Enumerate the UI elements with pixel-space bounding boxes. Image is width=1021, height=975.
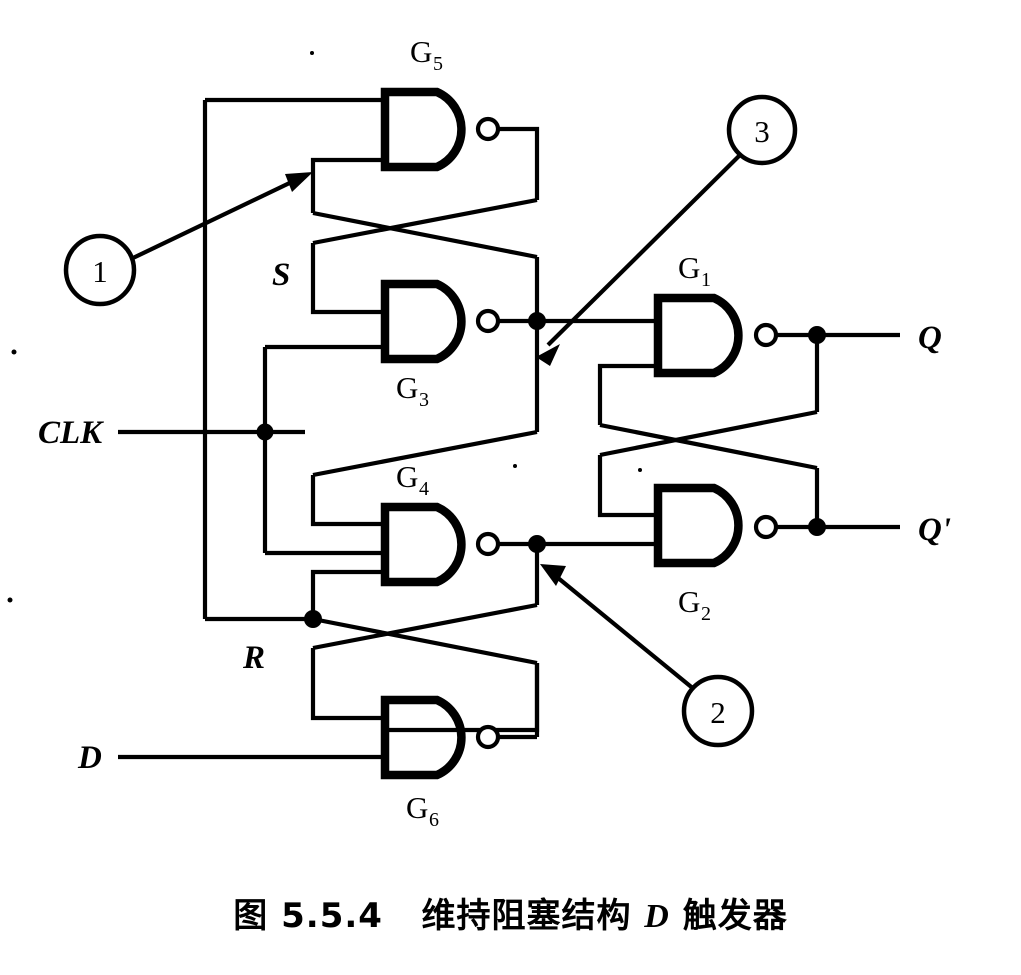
gate-label-g3: G 3 (396, 370, 429, 411)
gate-g3-body (380, 279, 466, 364)
junction-s-node (528, 312, 546, 330)
signal-label-q: Q (918, 320, 942, 356)
caption-gap (383, 896, 422, 936)
gate-label-g5-text: G (410, 34, 432, 69)
gate-g6-bubble (475, 724, 501, 750)
callout-3-number: 3 (754, 114, 770, 149)
junction-g4-out (528, 535, 546, 553)
wire-g4-out-cross (312, 602, 538, 651)
gate-g1-bubble (753, 322, 779, 348)
gate-g1-body (653, 293, 743, 378)
gate-label-g6-sub: 6 (429, 809, 439, 831)
wire-g1-to-g2-cross (599, 409, 818, 458)
scan-speck (638, 468, 642, 472)
signal-label-qn: Q' (918, 512, 951, 548)
signal-label-d: D (77, 740, 102, 776)
wire-g5-out-cross (312, 197, 538, 246)
leader-callout-2 (550, 571, 697, 692)
gate-label-g1-text: G (678, 250, 700, 285)
gate-g3-bubble (475, 308, 501, 334)
gate-label-g6-text: G (406, 790, 428, 825)
gate-label-g3-sub: 3 (419, 389, 429, 411)
signal-label-clk: CLK (38, 415, 104, 451)
leader-callout-3 (546, 153, 742, 347)
gate-g2-body (653, 483, 743, 568)
arrowhead-callout-3 (536, 344, 560, 366)
gate-g5-bubble (475, 116, 501, 142)
gate-label-g1: G 1 (678, 250, 711, 291)
arrowhead-callout-2 (540, 564, 566, 586)
scan-speck (7, 597, 13, 603)
callout-1: 1 (63, 233, 137, 307)
caption-text-a: 维持阻塞结构 (421, 896, 632, 936)
callout-circle-2 (681, 674, 755, 748)
callout-circle-1 (63, 233, 137, 307)
callout-circle-3 (726, 94, 798, 166)
gate-label-g4: G 4 (396, 459, 429, 500)
wire-g3-into-g4-top (310, 475, 385, 527)
scan-speck (310, 51, 314, 55)
callout-3: 3 (726, 94, 798, 166)
gate-label-g2-text: G (678, 584, 700, 619)
arrowhead-callout-1 (285, 172, 313, 192)
signal-label-s: S (272, 257, 290, 293)
wire-g5-out-v (498, 126, 540, 200)
wire-g5-lower-in (310, 157, 385, 213)
scan-speck (513, 464, 517, 468)
gate-label-g2-sub: 2 (701, 603, 711, 625)
caption-italic-d: D (644, 898, 670, 935)
callout-1-number: 1 (92, 254, 108, 289)
wire-g2-to-g1-cross (599, 422, 818, 471)
gate-g4-body (380, 502, 466, 587)
junction-clk (256, 423, 274, 441)
gate-g6-body (380, 695, 466, 780)
gate-g5-body (380, 87, 466, 172)
gate-label-g5: G 5 (410, 34, 443, 75)
junction-qn (808, 518, 826, 536)
gate-label-g3-text: G (396, 370, 418, 405)
gate-label-g4-text: G (396, 459, 418, 494)
wire-g3-to-g5-cross (312, 210, 538, 260)
gate-label-g5-sub: 5 (433, 53, 443, 75)
wire-g5-out-to-g3-upper (310, 243, 385, 315)
gate-label-g2: G 2 (678, 584, 711, 625)
junction-q (808, 326, 826, 344)
gate-g4-bubble (475, 531, 501, 557)
wire-g4-into-g6 (310, 648, 385, 721)
gate-g2-bubble (753, 514, 779, 540)
gate-label-g1-sub: 1 (701, 269, 711, 291)
callout-2-number: 2 (710, 695, 726, 730)
leader-callout-1 (132, 176, 301, 260)
gate-label-g6: G 6 (406, 790, 439, 831)
wire-r-to-g6-cross (312, 616, 538, 666)
wire-g1-into-g2-upper (597, 455, 658, 518)
signal-label-r: R (242, 640, 265, 676)
wire-g3-down-diag (312, 429, 538, 478)
callout-2: 2 (681, 674, 755, 748)
caption-prefix: 图 5.5.4 (233, 896, 383, 936)
figure-caption: 图 5.5.4 维持阻塞结构 D 触发器 (0, 888, 1021, 937)
wire-g1-lower-in (597, 363, 658, 425)
wire-r-into-g4 (310, 569, 385, 619)
gate-label-g4-sub: 4 (419, 478, 429, 500)
scan-speck (11, 349, 17, 355)
junction-r (304, 610, 322, 628)
caption-text-b: 触发器 (682, 896, 788, 936)
